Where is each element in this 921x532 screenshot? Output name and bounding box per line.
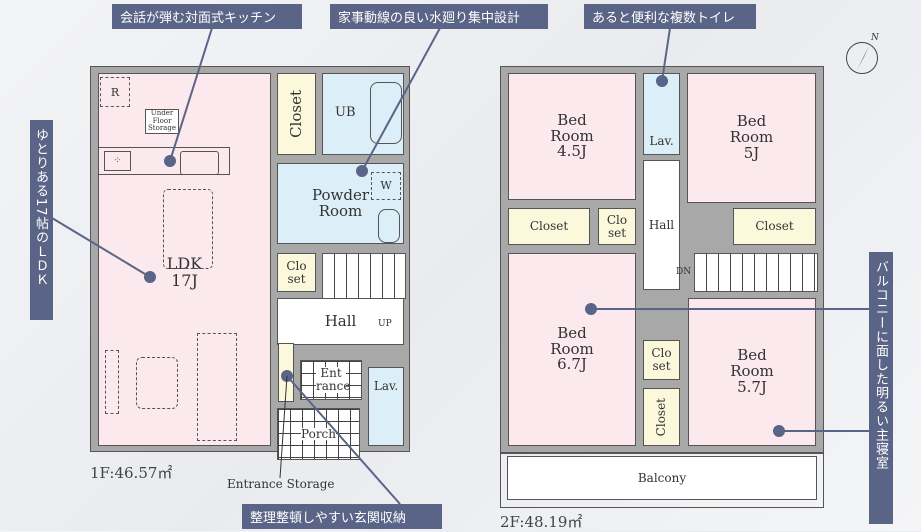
- sofa: [197, 333, 237, 441]
- floor2-area: 2F:48.19㎡: [500, 513, 583, 531]
- bathtub-icon: [370, 82, 402, 144]
- powder-room: Powder Room W: [277, 163, 404, 244]
- fridge-label: R: [110, 85, 120, 99]
- tv-board: [105, 350, 119, 414]
- callout-toilets: あると便利な複数トイレ: [584, 4, 756, 29]
- porch-label: Porch: [301, 426, 336, 441]
- bedroom-label: Bed Room: [729, 112, 774, 147]
- balcony: Balcony: [507, 456, 817, 500]
- compass-icon: N: [846, 33, 879, 74]
- staircase-2f: [694, 253, 818, 292]
- bedroom-size: 4.5J: [557, 142, 587, 161]
- porch: Porch: [277, 408, 360, 460]
- hall-1f: Hall: [277, 298, 404, 345]
- lav-label: Lav.: [649, 134, 674, 149]
- bedroom-size: 5J: [743, 143, 760, 162]
- closet-right-2f: Closet: [733, 208, 816, 245]
- fridge-space: R: [100, 77, 130, 107]
- closet-vertical-2f: Closet: [643, 388, 680, 446]
- hall-2f: Hall: [643, 160, 680, 290]
- closet-label: Closet: [529, 219, 569, 234]
- bedroom-size: 6.7J: [557, 355, 587, 374]
- entrance: Ent rance: [300, 360, 362, 400]
- closet-label: Closet: [654, 397, 669, 437]
- washbasin: [378, 209, 400, 243]
- bedroom-label: Bed Room: [550, 110, 594, 145]
- entrance-label: Ent rance: [316, 366, 351, 393]
- sink-icon: [180, 151, 219, 175]
- ldk-label: LDK: [166, 254, 203, 273]
- closet-label: Closet: [755, 219, 794, 234]
- under-floor-storage: Under Floor Storage: [145, 109, 179, 135]
- balcony-rail: [500, 452, 824, 508]
- entrance-storage: [278, 343, 294, 402]
- bedroom-label: Bed Room: [730, 346, 774, 381]
- clo-set-label: Clo set: [651, 346, 672, 373]
- closet-label: Closet: [286, 90, 305, 138]
- ub-label: UB: [335, 105, 356, 120]
- coffee-table: [136, 357, 178, 409]
- stove-icon: ⁘: [104, 151, 131, 171]
- up-label: UP: [378, 319, 392, 329]
- hall-label: Hall: [648, 217, 675, 232]
- washer-space: W: [371, 172, 401, 200]
- callout-master-bedroom: バルコニーに面した明るい主寝室: [869, 252, 893, 524]
- bedroom-label: Bed Room: [550, 323, 594, 358]
- closet-small-1f: Clo set: [277, 253, 316, 292]
- entrance-storage-label: Entrance Storage: [227, 477, 335, 491]
- floor1-area: 1F:46.57㎡: [90, 464, 173, 482]
- closet-small-mid-2f: Clo set: [643, 340, 680, 380]
- bedroom-size: 5.7J: [737, 377, 767, 396]
- ldk-size: 17J: [171, 270, 198, 290]
- staircase-1f: [322, 253, 406, 299]
- lavatory-1f: Lav.: [368, 367, 404, 446]
- hall-label: Hall: [324, 311, 357, 330]
- callout-water: 家事動線の良い水廻り集中設計: [330, 4, 548, 29]
- compass-north-label: N: [871, 33, 879, 43]
- powder-room-label: Powder Room: [311, 185, 369, 220]
- closet-1f: Closet: [277, 73, 316, 155]
- lav-label: Lav.: [373, 379, 399, 393]
- dining-table: [163, 189, 213, 269]
- callout-entrance-storage: 整理整頓しやすい玄関収納: [242, 504, 442, 529]
- closet-small-top-2f: Clo set: [598, 208, 636, 245]
- callout-ldk: ゆとりある17帖のＬＤＫ: [30, 120, 53, 320]
- callout-kitchen: 会話が弾む対面式キッチン: [112, 4, 302, 29]
- clo-set-label: Clo set: [606, 212, 628, 240]
- lavatory-2f: Lav.: [643, 73, 680, 155]
- unit-bath: UB: [322, 73, 404, 155]
- clo-set-label: Clo set: [286, 258, 307, 286]
- compass-needle-icon: [857, 46, 869, 70]
- closet-left-2f: Closet: [508, 208, 590, 245]
- dn-label: DN: [676, 267, 692, 277]
- balcony-label: Balcony: [637, 470, 687, 485]
